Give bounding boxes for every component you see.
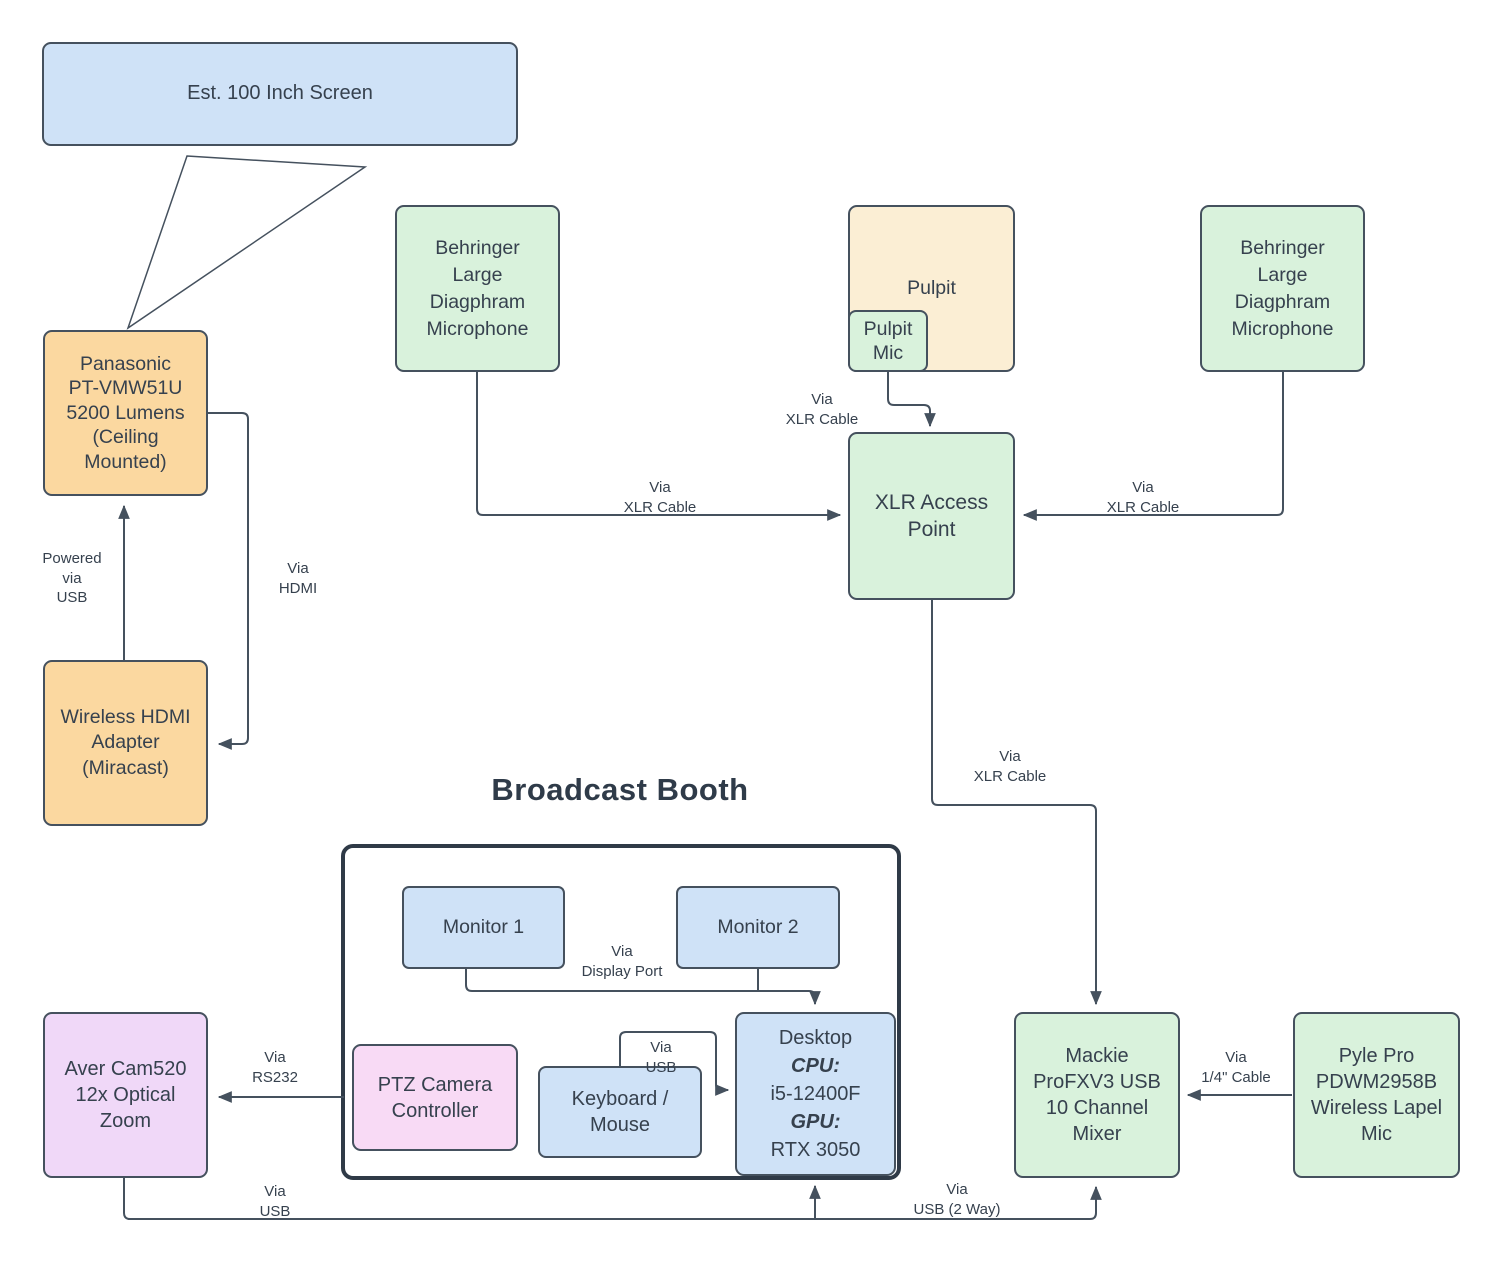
node-mackie-mixer[interactable]: Mackie ProFXV3 USB 10 Channel Mixer bbox=[1014, 1012, 1180, 1178]
edge-label-via-xlr-right: Via XLR Cable bbox=[1106, 479, 1180, 516]
edge-monitors-to-desktop bbox=[465, 969, 821, 1006]
edge-behringer-left-to-xlr bbox=[476, 372, 842, 521]
desktop-cpu-value: i5-12400F bbox=[770, 1083, 861, 1105]
node-monitor-1[interactable]: Monitor 1 bbox=[402, 886, 565, 969]
edge-via-hdmi bbox=[208, 412, 249, 750]
edge-label-via-display-port: Via Display Port bbox=[581, 943, 663, 980]
node-desktop[interactable]: Desktop CPU: i5-12400F GPU: RTX 3050 bbox=[735, 1012, 896, 1176]
edge-label-via-usb-keyboard: Via USB bbox=[645, 1039, 677, 1076]
desktop-title: Desktop bbox=[778, 1027, 853, 1049]
desktop-cpu-label: CPU: bbox=[791, 1055, 840, 1077]
edge-camera-usb-run bbox=[123, 1177, 815, 1220]
edge-usb-to-mixer-run bbox=[815, 1185, 1102, 1220]
edge-label-via-xlr-pulpit: Via XLR Cable bbox=[785, 391, 859, 428]
edge-xlr-to-mixer bbox=[931, 600, 1102, 1006]
node-keyboard-mouse[interactable]: Keyboard / Mouse bbox=[538, 1066, 702, 1158]
edge-label-via-quarter-cable: Via 1/4" Cable bbox=[1201, 1049, 1271, 1086]
node-pulpit-mic[interactable]: Pulpit Mic bbox=[848, 310, 928, 372]
node-xlr-access-point[interactable]: XLR Access Point bbox=[848, 432, 1015, 600]
edge-label-via-rs232: Via RS232 bbox=[252, 1049, 298, 1086]
edge-label-via-hdmi: Via HDMI bbox=[278, 560, 318, 597]
edge-label-powered-usb: Powered via USB bbox=[42, 550, 102, 606]
node-screen[interactable]: Est. 100 Inch Screen bbox=[42, 42, 518, 146]
node-behringer-left[interactable]: Behringer Large Diagphram Microphone bbox=[395, 205, 560, 372]
broadcast-booth-title: Broadcast Booth bbox=[491, 772, 749, 807]
broadcast-booth-container bbox=[341, 844, 901, 1180]
edge-label-via-xlr-mixer: Via XLR Cable bbox=[973, 748, 1047, 785]
desktop-gpu-value: RTX 3050 bbox=[770, 1139, 861, 1161]
edge-label-via-xlr-left: Via XLR Cable bbox=[623, 479, 697, 516]
node-pyle-mic[interactable]: Pyle Pro PDWM2958B Wireless Lapel Mic bbox=[1293, 1012, 1460, 1178]
node-ptz-controller[interactable]: PTZ Camera Controller bbox=[352, 1044, 518, 1151]
edge-keyboard-to-desktop bbox=[619, 1031, 730, 1096]
node-monitor-2[interactable]: Monitor 2 bbox=[676, 886, 840, 969]
edge-behringer-right-to-xlr bbox=[1022, 372, 1284, 521]
node-projector[interactable]: Panasonic PT-VMW51U 5200 Lumens (Ceiling… bbox=[43, 330, 208, 496]
desktop-gpu-label: GPU: bbox=[790, 1111, 841, 1133]
node-hdmi-adapter[interactable]: Wireless HDMI Adapter (Miracast) bbox=[43, 660, 208, 826]
node-aver-cam[interactable]: Aver Cam520 12x Optical Zoom bbox=[43, 1012, 208, 1178]
projection-beam-shape bbox=[126, 155, 368, 330]
edge-pulpit-mic-to-xlr bbox=[887, 372, 936, 428]
node-pulpit[interactable]: Pulpit bbox=[848, 205, 1015, 372]
edge-label-via-usb-camera: Via USB bbox=[259, 1183, 291, 1220]
node-behringer-right[interactable]: Behringer Large Diagphram Microphone bbox=[1200, 205, 1365, 372]
edge-label-via-usb-2way: Via USB (2 Way) bbox=[913, 1181, 1001, 1218]
